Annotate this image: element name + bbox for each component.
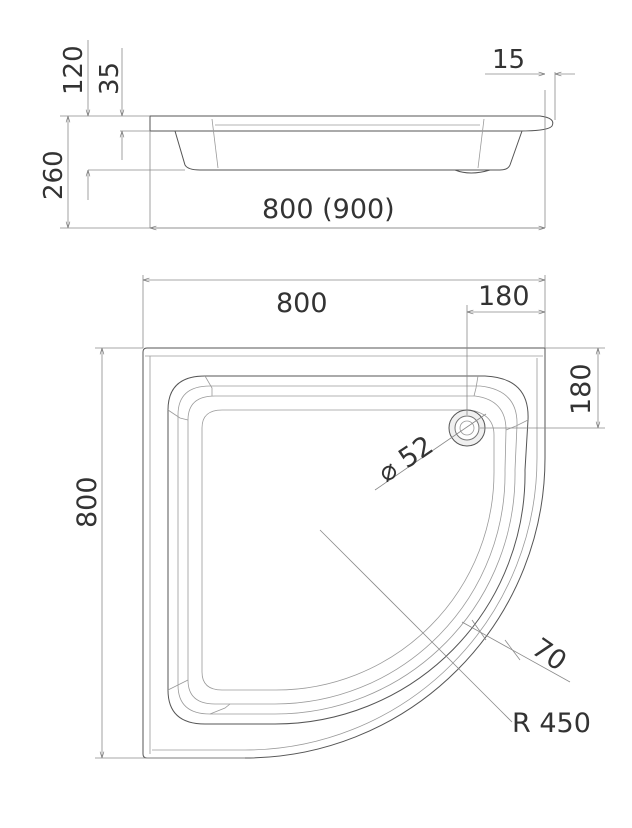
drain-icon xyxy=(448,409,486,447)
dim-drain-offset-x: 180 xyxy=(478,281,530,312)
dim-width: 800 xyxy=(276,288,328,319)
dim-radius: R 450 xyxy=(512,708,591,739)
tray-side-profile xyxy=(149,115,554,174)
dim-height: 800 xyxy=(72,476,103,528)
top-view: 800 800 180 180 ⌀ 52 R 450 70 xyxy=(72,275,605,759)
dim-drain-offset-y: 180 xyxy=(566,363,597,415)
dim-rim-thickness: 35 xyxy=(95,62,125,95)
tray-basin xyxy=(167,375,529,725)
dim-total-height: 260 xyxy=(39,150,69,200)
dim-rim-width: 70 xyxy=(526,632,572,677)
dim-length: 800 (900) xyxy=(262,194,395,225)
dim-drain-diameter: ⌀ 52 xyxy=(373,430,439,489)
side-view: 260 120 35 15 800 (900) xyxy=(39,40,575,228)
tray-top-outline xyxy=(142,347,546,759)
dim-rim-height: 120 xyxy=(59,45,89,95)
dim-lip: 15 xyxy=(492,45,525,75)
